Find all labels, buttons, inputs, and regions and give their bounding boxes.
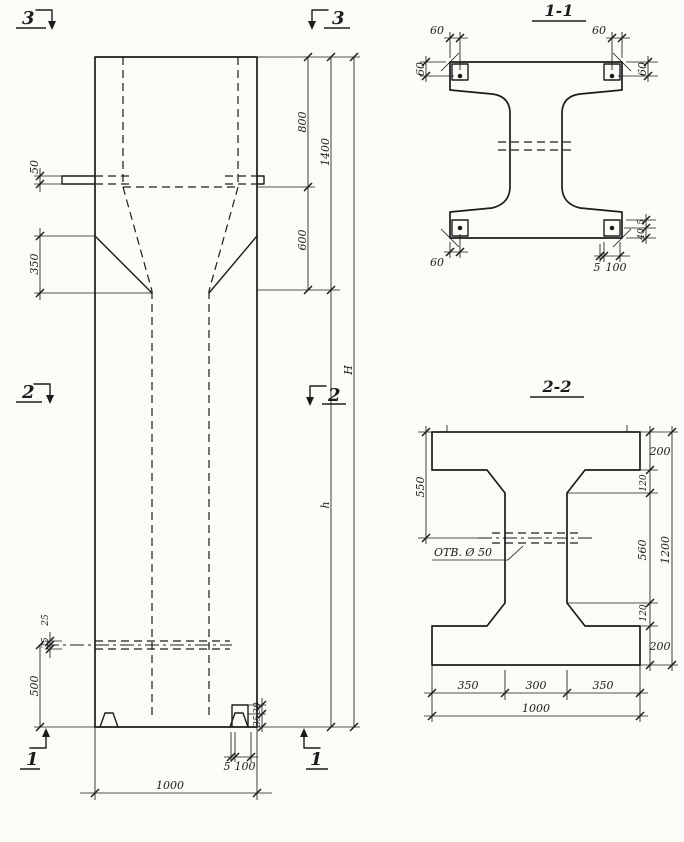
dim-1-1-tl-offset: 60 — [430, 24, 444, 37]
hole-label-leader — [432, 545, 524, 561]
dim-width: 1000 — [156, 779, 184, 792]
dim-hole-bottom: 25 — [41, 637, 51, 650]
dim-2-2-top-to-hole: 550 — [414, 477, 427, 498]
elevation-dim-lines — [34, 56, 360, 800]
marker-2-left-label: 2 — [21, 382, 35, 403]
console-left — [61, 175, 96, 185]
dim-1-1-r-gap: 5 — [637, 219, 647, 225]
section-marker-2-left: 2 — [16, 382, 54, 404]
dim-2-2-taper-bottom: 120 — [639, 604, 649, 621]
section-2-2-dim-ticks — [421, 427, 677, 721]
section-2-2-title: 2-2 — [542, 377, 572, 396]
dim-console: 50 — [28, 160, 41, 174]
dim-1-1-bl-offset: 60 — [430, 256, 444, 269]
dim-1-1-r-depth: 40 — [637, 228, 647, 241]
section-1-1-title: 1-1 — [545, 1, 574, 20]
section-marker-3-left: 3 — [16, 8, 56, 30]
base-bracket — [231, 704, 249, 728]
dim-2-2-taper-top: 120 — [639, 474, 649, 491]
dim-bracket-top: 30 — [253, 702, 263, 714]
anchor-dot-tl — [457, 73, 463, 79]
marker-1-left-label: 1 — [26, 749, 39, 770]
dim-2-2-flange-bottom: 200 — [649, 640, 671, 653]
section-1-1-dim-ticks — [421, 33, 653, 261]
elevation-dim-ticks — [35, 52, 359, 798]
marker-2-right-label: 2 — [327, 385, 341, 406]
section-2-2-top-stubs — [446, 425, 628, 432]
hole-label: ОТВ. Ø 50 — [434, 546, 492, 559]
section-marker-3-right: 3 — [308, 8, 350, 30]
anchor-dot-tr — [609, 73, 615, 79]
corner-diagonal-marks — [440, 52, 632, 248]
dim-1-1-tr-offset: 60 — [592, 24, 606, 37]
dim-2-2-bottom-right: 350 — [593, 679, 614, 692]
dim-taper-left: 350 — [28, 254, 41, 275]
corner-anchor-plates — [451, 63, 621, 237]
section-marker-1-left: 1 — [20, 728, 50, 770]
dim-recess-depth: 800 — [296, 112, 309, 133]
dim-base: 500 — [28, 676, 41, 697]
dim-total-height: H — [342, 365, 355, 376]
section-marker-2-right: 2 — [306, 385, 346, 406]
dim-foot-gap: 5 — [224, 760, 231, 773]
dim-2-2-overall-height: 1200 — [659, 536, 672, 564]
taper-lines — [94, 235, 258, 294]
dim-1-1-br-gap: 5 — [594, 261, 601, 274]
dim-2-2-bottom-mid: 300 — [526, 679, 547, 692]
dim-hole-top: 25 — [41, 614, 51, 627]
section-marker-1-right: 1 — [300, 728, 328, 770]
hidden-console-lines — [95, 175, 257, 185]
column-outline — [94, 56, 258, 728]
dim-1-1-br-width: 100 — [606, 261, 627, 274]
marker-1-right-label: 1 — [310, 749, 323, 770]
elevation-view: 3 3 2 2 1 1 — [16, 8, 360, 800]
foot-left — [99, 712, 119, 728]
marker-3-left-label: 3 — [22, 8, 35, 29]
dim-taper-right: 600 — [296, 230, 309, 251]
dim-shaft-height: h — [319, 501, 332, 508]
hidden-hole-lines — [95, 640, 230, 650]
section-2-2-view: 2-2 ОТВ. Ø 50 550 200 120 560 120 200 12… — [414, 377, 678, 722]
section-1-1-dim-lines — [420, 32, 658, 262]
hidden-recess-lines — [122, 57, 239, 715]
dim-1-1-tl-depth: 60 — [414, 62, 427, 76]
anchor-dot-bl — [457, 225, 463, 231]
dim-2-2-flange-top: 200 — [649, 445, 671, 458]
anchor-dot-br — [609, 225, 615, 231]
dim-upper-part: 1400 — [319, 138, 332, 166]
dim-foot-width: 100 — [235, 760, 256, 773]
console-right-stub — [256, 175, 265, 185]
section-2-2-hole-lines — [492, 532, 578, 544]
dim-2-2-web-height: 560 — [636, 540, 649, 561]
dim-1-1-tr-depth: 60 — [636, 62, 649, 76]
section-1-1-outline — [449, 61, 623, 239]
section-1-1-view: 1-1 60 60 60 60 60 5 100 5 40 — [414, 1, 658, 274]
marker-3-right-label: 3 — [332, 8, 345, 29]
dim-2-2-width: 1000 — [522, 702, 550, 715]
dim-bracket-bottom: 35 — [253, 715, 263, 727]
dim-2-2-bottom-left: 350 — [458, 679, 479, 692]
